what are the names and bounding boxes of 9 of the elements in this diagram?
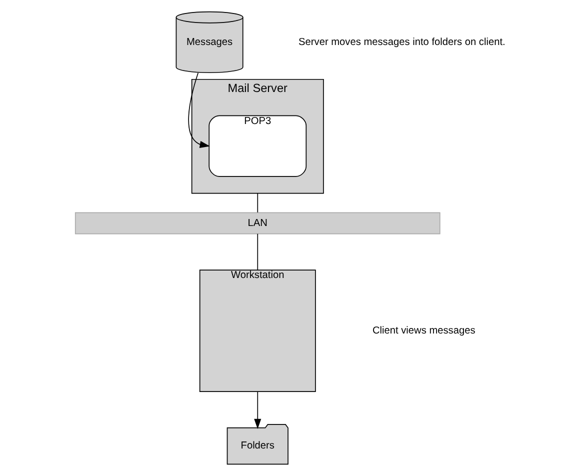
connector xyxy=(256,233,258,270)
label: Client views messages xyxy=(372,325,475,336)
label: Server moves messages into folders on client. xyxy=(298,36,505,48)
node-box: Workstation xyxy=(198,270,316,392)
connector xyxy=(256,192,258,213)
node-box: LAN xyxy=(74,212,440,234)
node-box: POP3 xyxy=(208,115,306,177)
arrow xyxy=(254,391,261,429)
arrow xyxy=(188,72,210,148)
